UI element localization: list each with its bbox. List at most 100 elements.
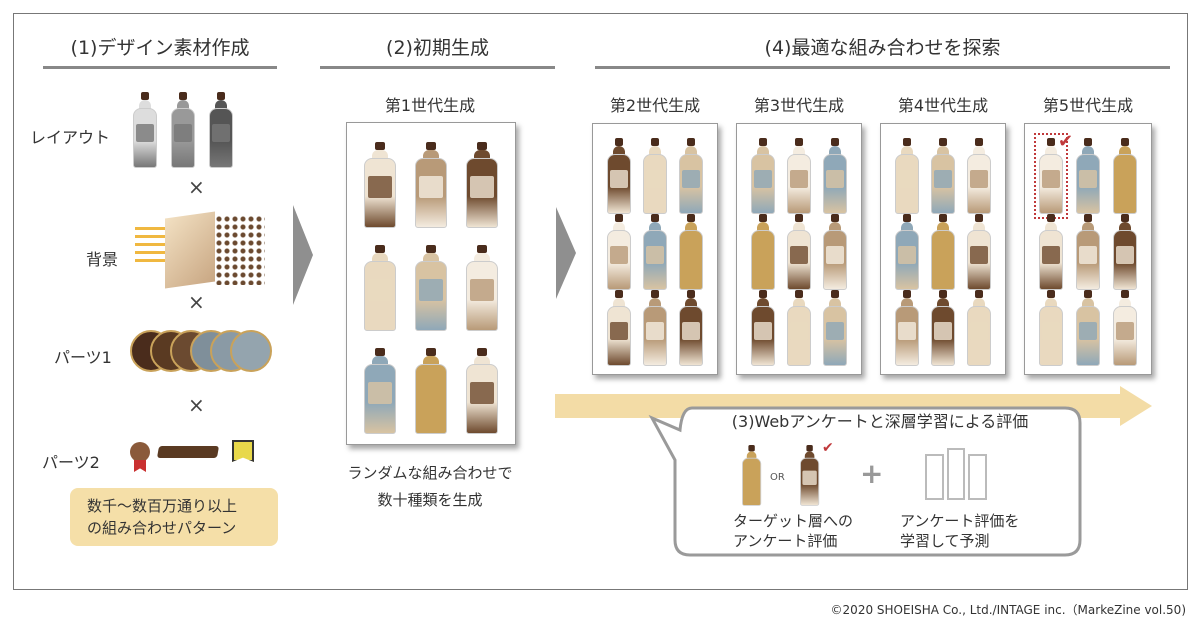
bottle xyxy=(209,92,233,168)
plus-icon: + xyxy=(860,457,884,490)
divider xyxy=(320,66,555,69)
step4-title: (4)最適な組み合わせを探索 xyxy=(764,37,1001,59)
bottle xyxy=(607,290,631,366)
bottle xyxy=(679,138,703,214)
generation-2-card xyxy=(592,123,718,375)
bottle xyxy=(364,142,397,228)
row-label-parts1: パーツ1 xyxy=(54,348,112,367)
parts2-samples xyxy=(130,440,270,476)
bottle xyxy=(414,142,447,228)
step2-caption: ランダムな組み合わせで 数十種類を生成 xyxy=(330,460,530,514)
generation-3-card xyxy=(736,123,862,375)
times-sign: × xyxy=(188,393,205,417)
bottle xyxy=(364,348,397,434)
bottle xyxy=(171,92,195,168)
bottle xyxy=(967,138,991,214)
bottle xyxy=(823,290,847,366)
bottle xyxy=(787,290,811,366)
diagram-frame xyxy=(13,13,1188,590)
bottle-option-b xyxy=(800,445,820,506)
bottle xyxy=(823,138,847,214)
bottle xyxy=(1112,290,1137,366)
bottle xyxy=(1034,133,1069,219)
survey-caption: ターゲット層への アンケート評価 xyxy=(733,511,853,551)
bottle xyxy=(364,245,397,331)
copyright: ©2020 SHOEISHA Co., Ltd./INTAGE inc.（Mar… xyxy=(830,603,1186,617)
background-samples xyxy=(135,211,265,289)
caption-line: ターゲット層への xyxy=(733,512,854,530)
bottle xyxy=(931,214,955,290)
generation-label: 第3世代生成 xyxy=(753,96,845,115)
pattern-note: 数千～数百万通り以上 の組み合わせパターン xyxy=(70,488,278,546)
bottle xyxy=(1075,214,1100,290)
bottle xyxy=(1039,214,1064,290)
generation-1-card xyxy=(346,122,516,445)
layout-samples xyxy=(133,92,233,168)
generation-label: 第2世代生成 xyxy=(609,96,701,115)
row-label-background: 背景 xyxy=(86,250,119,269)
note-line: の組み合わせパターン xyxy=(87,519,237,537)
bottle xyxy=(787,214,811,290)
bottle xyxy=(679,290,703,366)
arrow-head-icon xyxy=(1120,386,1152,426)
arrow-right-icon xyxy=(293,205,313,305)
divider xyxy=(43,66,277,69)
bottle xyxy=(465,348,498,434)
bottle xyxy=(823,214,847,290)
bottle xyxy=(414,348,447,434)
arrow-right-icon xyxy=(556,207,576,299)
server-icon xyxy=(925,448,988,500)
step1-title: (1)デザイン素材作成 xyxy=(70,37,250,59)
times-sign: × xyxy=(188,290,205,314)
bottle xyxy=(1075,290,1100,366)
bottle xyxy=(679,214,703,290)
bottle xyxy=(607,138,631,214)
step3-title: (3)Webアンケートと深層学習による評価 xyxy=(731,412,1029,431)
note-line: 数千～数百万通り以上 xyxy=(87,497,238,515)
caption-line: アンケート評価 xyxy=(733,532,838,550)
medal-icon xyxy=(130,442,150,462)
divider xyxy=(595,66,1170,69)
bottle xyxy=(751,138,775,214)
bottle xyxy=(751,214,775,290)
prediction-caption: アンケート評価を 学習して予測 xyxy=(900,511,1019,551)
checkmark-icon: ✔ xyxy=(1058,131,1074,152)
generation-label: 第1世代生成 xyxy=(384,96,476,115)
ribbon-icon xyxy=(156,446,220,458)
bottle xyxy=(931,138,955,214)
caption-line: ランダムな組み合わせで xyxy=(347,464,513,482)
bottle xyxy=(643,138,667,214)
bottle xyxy=(800,445,820,506)
times-sign: × xyxy=(188,175,205,199)
generation-label: 第5世代生成 xyxy=(1042,96,1134,115)
bottle xyxy=(787,138,811,214)
generation-5-card xyxy=(1024,123,1152,375)
caption-line: 学習して予測 xyxy=(900,532,990,550)
generation-4-card xyxy=(880,123,1006,375)
caption-line: 数十種類を生成 xyxy=(377,491,483,509)
bottle xyxy=(1075,138,1100,214)
bottle xyxy=(1112,138,1137,214)
bottle xyxy=(1112,214,1137,290)
generation-label: 第4世代生成 xyxy=(897,96,989,115)
row-label-parts2: パーツ2 xyxy=(42,453,100,472)
bottle xyxy=(465,245,498,331)
bottle xyxy=(465,142,498,228)
bottle xyxy=(414,245,447,331)
badge-icon xyxy=(232,440,254,462)
speech-bubble xyxy=(648,406,1082,557)
bottle-option-a xyxy=(742,445,762,506)
bottle xyxy=(895,290,919,366)
bottle xyxy=(643,290,667,366)
bottle xyxy=(967,214,991,290)
parts1-samples xyxy=(130,330,272,378)
bottle xyxy=(607,214,631,290)
bottle xyxy=(751,290,775,366)
bottle xyxy=(931,290,955,366)
bottle xyxy=(133,92,157,168)
bottle xyxy=(895,214,919,290)
seal-icon xyxy=(230,330,272,372)
bottle xyxy=(742,445,762,506)
checkmark-icon: ✔ xyxy=(822,440,834,456)
or-label: OR xyxy=(770,472,785,483)
